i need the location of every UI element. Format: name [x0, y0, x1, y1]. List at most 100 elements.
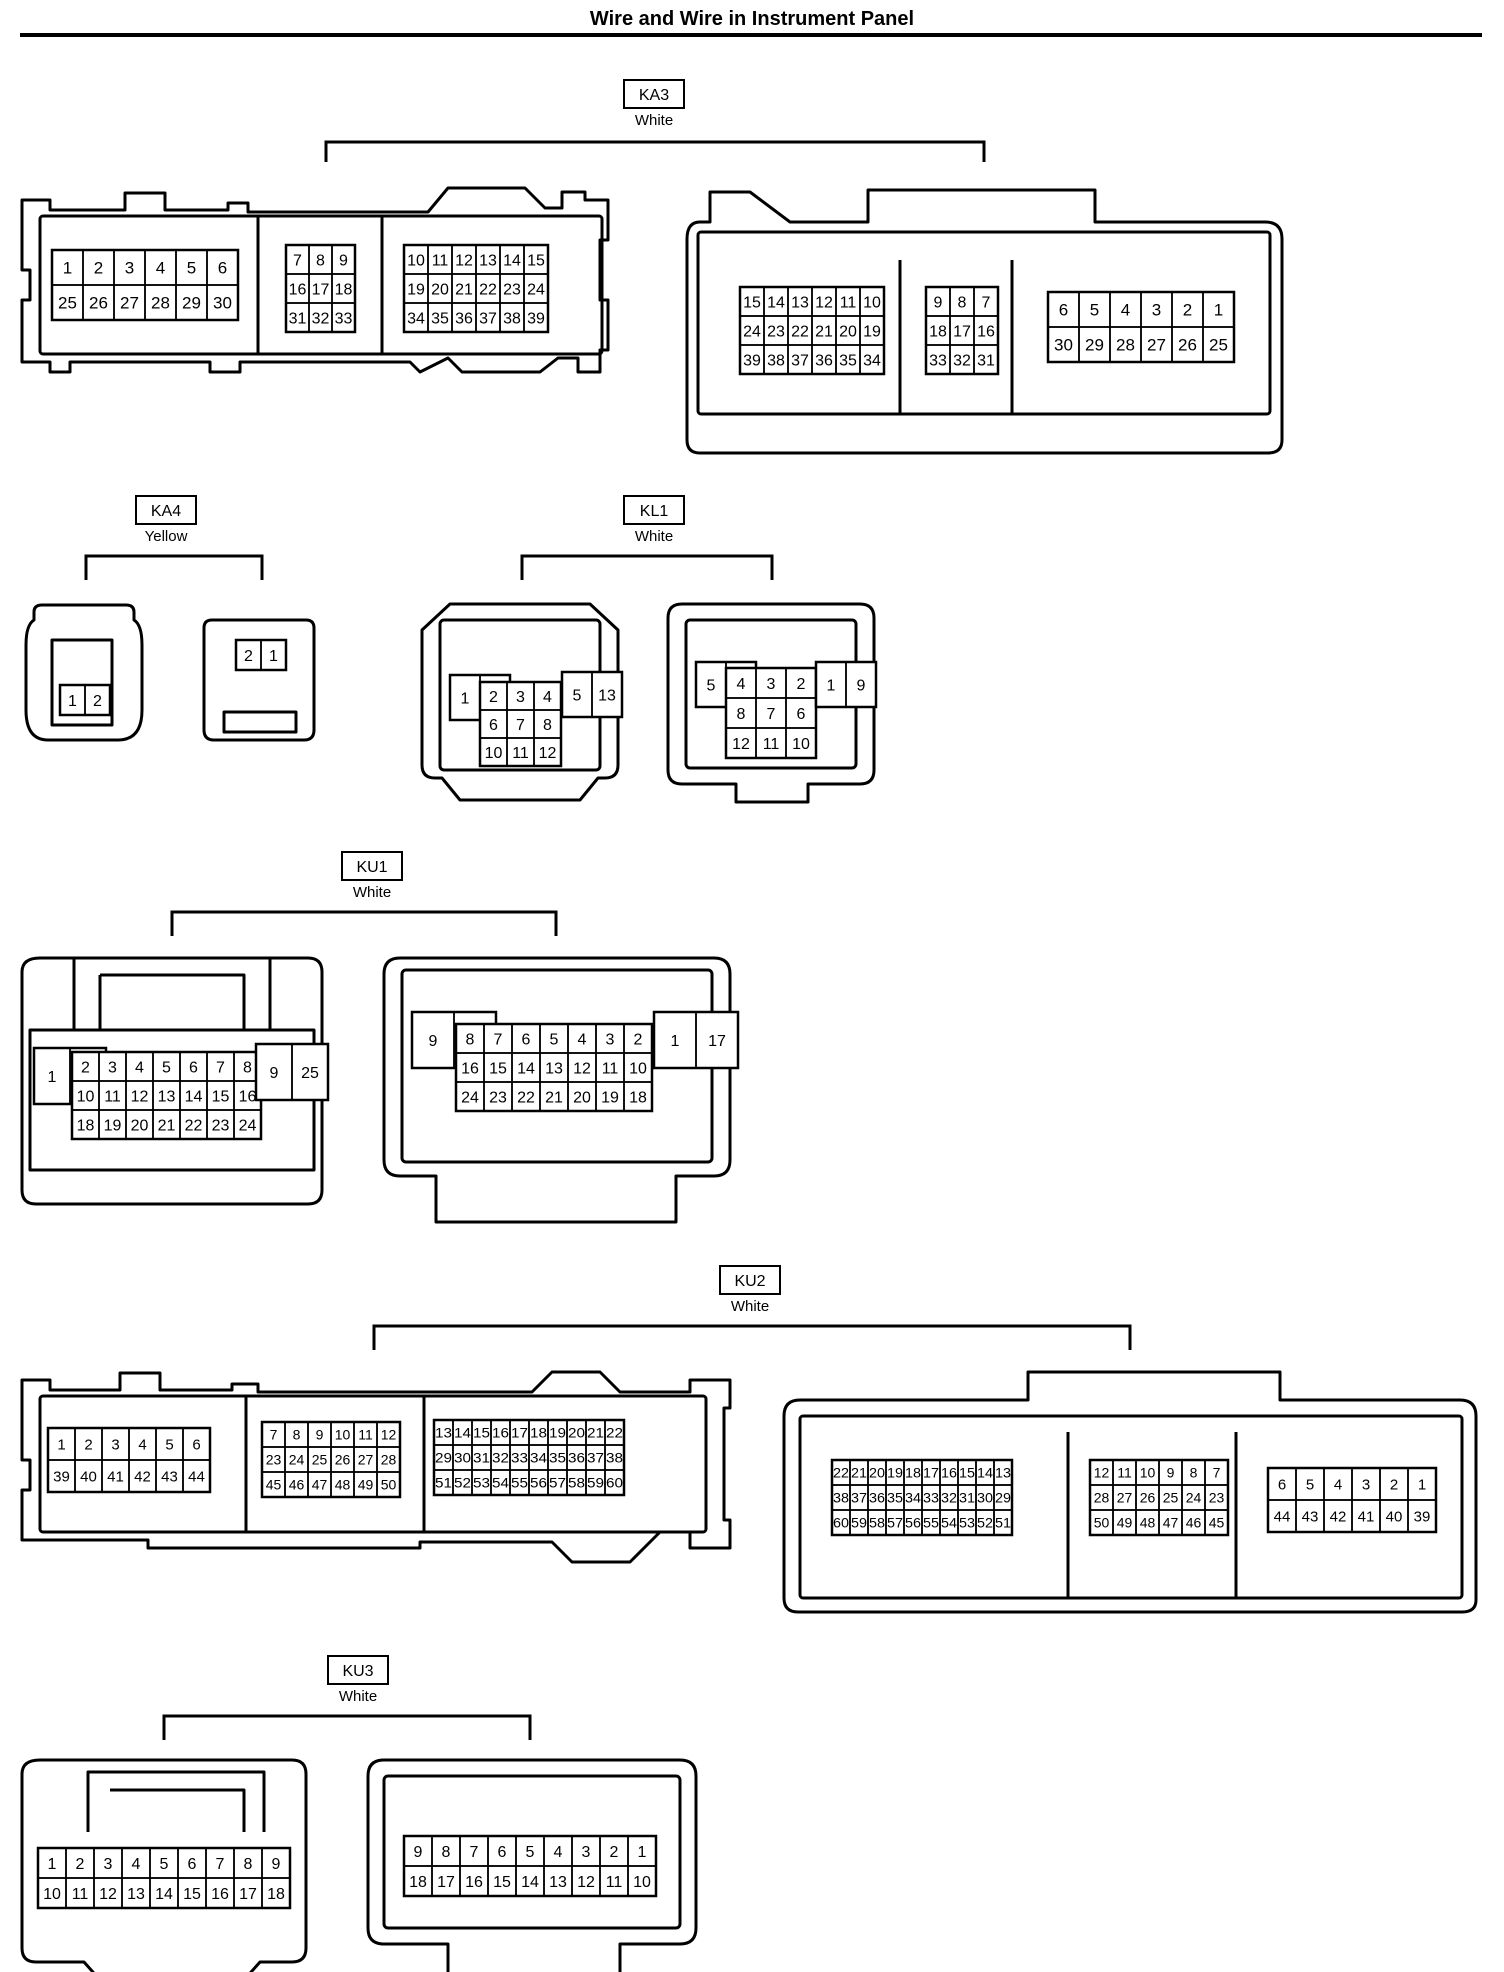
connector-id: KU3	[342, 1663, 373, 1680]
terminal-number: 41	[107, 1468, 124, 1485]
terminal-number: 8	[958, 294, 967, 311]
terminal-number: 16	[977, 323, 995, 340]
terminal-number: 1	[461, 690, 470, 707]
terminal-number: 36	[568, 1450, 585, 1466]
terminal-number: 57	[549, 1475, 566, 1491]
terminal-number: 14	[503, 252, 521, 269]
terminal-cell	[376, 1471, 401, 1498]
terminal-number: 3	[111, 1436, 119, 1453]
terminal-number: 52	[454, 1475, 471, 1491]
terminal-number: 12	[577, 1874, 595, 1891]
terminal-number: 40	[80, 1468, 97, 1485]
terminal-number: 12	[99, 1886, 117, 1903]
terminal-number: 3	[1362, 1476, 1370, 1493]
terminal-number: 44	[188, 1468, 205, 1485]
terminal-number: 9	[857, 677, 866, 694]
terminal-number: 49	[1117, 1515, 1133, 1531]
connector-label-box	[135, 495, 197, 525]
terminal-number: 3	[125, 259, 134, 278]
terminal-number: 6	[522, 1031, 531, 1048]
terminal-number: 34	[905, 1490, 921, 1506]
terminal-number: 12	[815, 294, 833, 311]
terminal-number: 2	[610, 1844, 619, 1861]
terminal-cell	[233, 1109, 262, 1140]
terminal-number: 1	[63, 259, 72, 278]
terminal-number: 4	[1334, 1476, 1342, 1493]
terminal-number: 14	[521, 1874, 539, 1891]
terminal-number: 11	[763, 736, 780, 753]
ku1-bracket	[170, 910, 558, 936]
terminal-number: 20	[131, 1117, 149, 1134]
terminal-number: 9	[339, 252, 348, 269]
terminal-number: 17	[511, 1425, 528, 1441]
terminal-number: 7	[494, 1031, 503, 1048]
terminal-number: 31	[289, 310, 307, 327]
terminal-number: 6	[1059, 301, 1068, 320]
terminal-number: 47	[1163, 1515, 1179, 1531]
terminal-number: 29	[182, 294, 201, 313]
terminal-number: 8	[1190, 1465, 1198, 1481]
terminal-number: 17	[239, 1886, 257, 1903]
terminal-number: 60	[606, 1475, 623, 1491]
terminal-number: 11	[72, 1886, 89, 1903]
terminal-number: 35	[431, 310, 449, 327]
terminal-number: 2	[76, 1856, 85, 1873]
terminal-number: 37	[791, 352, 809, 369]
terminal-number: 10	[629, 1060, 647, 1077]
terminal-number: 9	[934, 294, 943, 311]
terminal-number: 5	[573, 687, 582, 704]
terminal-number: 3	[606, 1031, 615, 1048]
terminal-number: 44	[1274, 1508, 1291, 1525]
terminal-number: 17	[953, 323, 971, 340]
terminal-number: 57	[887, 1515, 903, 1531]
terminal-number: 8	[543, 717, 552, 734]
terminal-number: 17	[708, 1033, 726, 1050]
terminal-number: 23	[266, 1452, 282, 1468]
terminal-cell	[623, 1081, 653, 1112]
terminal-number: 7	[767, 706, 776, 723]
terminal-cell	[1407, 1499, 1437, 1533]
terminal-number: 4	[135, 1059, 144, 1076]
terminal-number: 12	[573, 1060, 591, 1077]
terminal-number: 1	[1418, 1476, 1426, 1493]
terminal-number: 12	[381, 1427, 397, 1443]
terminal-number: 2	[634, 1031, 643, 1048]
terminal-number: 20	[568, 1425, 585, 1441]
terminal-number: 2	[489, 689, 498, 706]
ka3-left-frame	[38, 214, 604, 356]
terminal-number: 18	[929, 323, 947, 340]
ku1-right-body	[382, 956, 732, 1224]
terminal-cell	[261, 1877, 291, 1909]
ku3-right-body	[366, 1758, 698, 1972]
terminal-number: 53	[473, 1475, 490, 1491]
terminal-number: 1	[48, 1069, 57, 1086]
terminal-number: 24	[289, 1452, 305, 1468]
terminal-number: 12	[732, 736, 750, 753]
terminal-cell	[260, 639, 287, 671]
terminal-number: 32	[312, 310, 330, 327]
terminal-number: 22	[791, 323, 809, 340]
terminal-number: 27	[120, 294, 139, 313]
terminal-number: 16	[289, 281, 307, 298]
terminal-number: 38	[767, 352, 785, 369]
terminal-number: 4	[737, 676, 746, 693]
terminal-number: 4	[543, 689, 552, 706]
terminal-number: 17	[923, 1465, 939, 1481]
terminal-number: 20	[869, 1465, 885, 1481]
terminal-number: 2	[797, 676, 806, 693]
terminal-cell	[845, 661, 877, 708]
terminal-number: 15	[527, 252, 545, 269]
terminal-number: 26	[335, 1452, 351, 1468]
terminal-number: 56	[905, 1515, 921, 1531]
terminal-number: 39	[1414, 1508, 1431, 1525]
terminal-number: 45	[266, 1477, 282, 1493]
connector-id: KA3	[639, 87, 669, 104]
terminal-number: 24	[1186, 1490, 1202, 1506]
terminal-number: 25	[58, 294, 77, 313]
terminal-cell	[591, 671, 623, 718]
terminal-number: 53	[959, 1515, 975, 1531]
ka4-left-body	[24, 603, 144, 742]
terminal-number: 2	[93, 693, 102, 710]
terminal-number: 8	[442, 1844, 451, 1861]
terminal-number: 14	[185, 1088, 203, 1105]
